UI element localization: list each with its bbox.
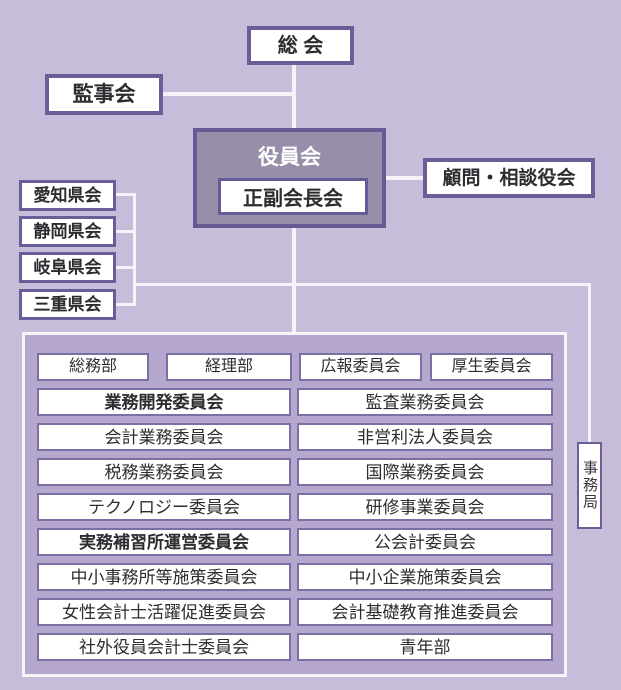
general-assembly-box: 総 会	[247, 26, 354, 65]
committee-nonprofit: 非営利法人委員会	[297, 423, 553, 451]
committee-sme-policy: 中小企業施策委員会	[297, 563, 553, 591]
connector-soukai-yakuinkai	[292, 63, 296, 129]
dept-general-affairs: 総務部	[37, 353, 149, 381]
prefecture-box-aichi: 愛知県会	[19, 180, 116, 211]
dept-accounting: 経理部	[166, 353, 292, 381]
committee-outside-officer-cpa: 社外役員会計士委員会	[37, 633, 291, 661]
auditors-board-box: 監事会	[45, 74, 163, 115]
committee-women-cpa-promotion: 女性会計士活躍促進委員会	[37, 598, 291, 626]
committee-public-relations: 広報委員会	[299, 353, 422, 381]
connector-pref-stub-1	[114, 193, 136, 196]
connector-pref-stub-3	[114, 266, 136, 269]
committee-accounting-services: 会計業務委員会	[37, 423, 291, 451]
prefecture-label-aichi: 愛知県会	[33, 186, 102, 205]
committee-welfare: 厚生委員会	[430, 353, 553, 381]
president-vice-president-label: 正副会長会	[243, 188, 343, 210]
auditors-board-label: 監事会	[72, 83, 136, 106]
committee-technology: テクノロジー委員会	[37, 493, 291, 521]
secretariat-label: 事務局	[581, 460, 598, 511]
connector-horizontal-main	[133, 283, 591, 286]
connector-kanjikai	[160, 92, 294, 96]
connector-pref-vertical	[133, 193, 136, 306]
committee-international: 国際業務委員会	[297, 458, 553, 486]
prefecture-label-mie: 三重県会	[33, 295, 102, 314]
prefecture-box-shizuoka: 静岡県会	[19, 216, 116, 247]
prefecture-box-gifu: 岐阜県会	[19, 252, 116, 283]
advisors-box: 顧問・相談役会	[423, 158, 595, 198]
committee-business-development: 業務開発委員会	[37, 388, 291, 416]
connector-pref-stub-4	[114, 303, 136, 306]
connector-komon	[384, 176, 424, 180]
general-assembly-label: 総 会	[277, 34, 324, 57]
prefecture-label-gifu: 岐阜県会	[33, 258, 102, 277]
board-of-directors-box: 役員会 正副会長会	[193, 128, 386, 228]
connector-pref-stub-2	[114, 230, 136, 233]
board-of-directors-label: 役員会	[258, 146, 321, 169]
connector-yakuinkai-panel	[292, 226, 296, 333]
prefecture-label-shizuoka: 静岡県会	[33, 222, 102, 241]
connector-jimukyoku	[588, 283, 591, 443]
advisors-label: 顧問・相談役会	[442, 167, 576, 189]
committees-panel: 総務部 経理部 広報委員会 厚生委員会 業務開発委員会 監査業務委員会 会計業務…	[22, 332, 567, 677]
committee-practical-training: 実務補習所運営委員会	[37, 528, 291, 556]
committee-public-sector-accounting: 公会計委員会	[297, 528, 553, 556]
committee-tax-services: 税務業務委員会	[37, 458, 291, 486]
secretariat-box: 事務局	[577, 442, 602, 529]
prefecture-box-mie: 三重県会	[19, 289, 116, 320]
committee-accounting-education: 会計基礎教育推進委員会	[297, 598, 553, 626]
president-vice-president-box: 正副会長会	[218, 178, 368, 215]
committee-audit-services: 監査業務委員会	[297, 388, 553, 416]
committee-small-firms-policy: 中小事務所等施策委員会	[37, 563, 291, 591]
dept-youth: 青年部	[297, 633, 553, 661]
committee-training: 研修事業委員会	[297, 493, 553, 521]
